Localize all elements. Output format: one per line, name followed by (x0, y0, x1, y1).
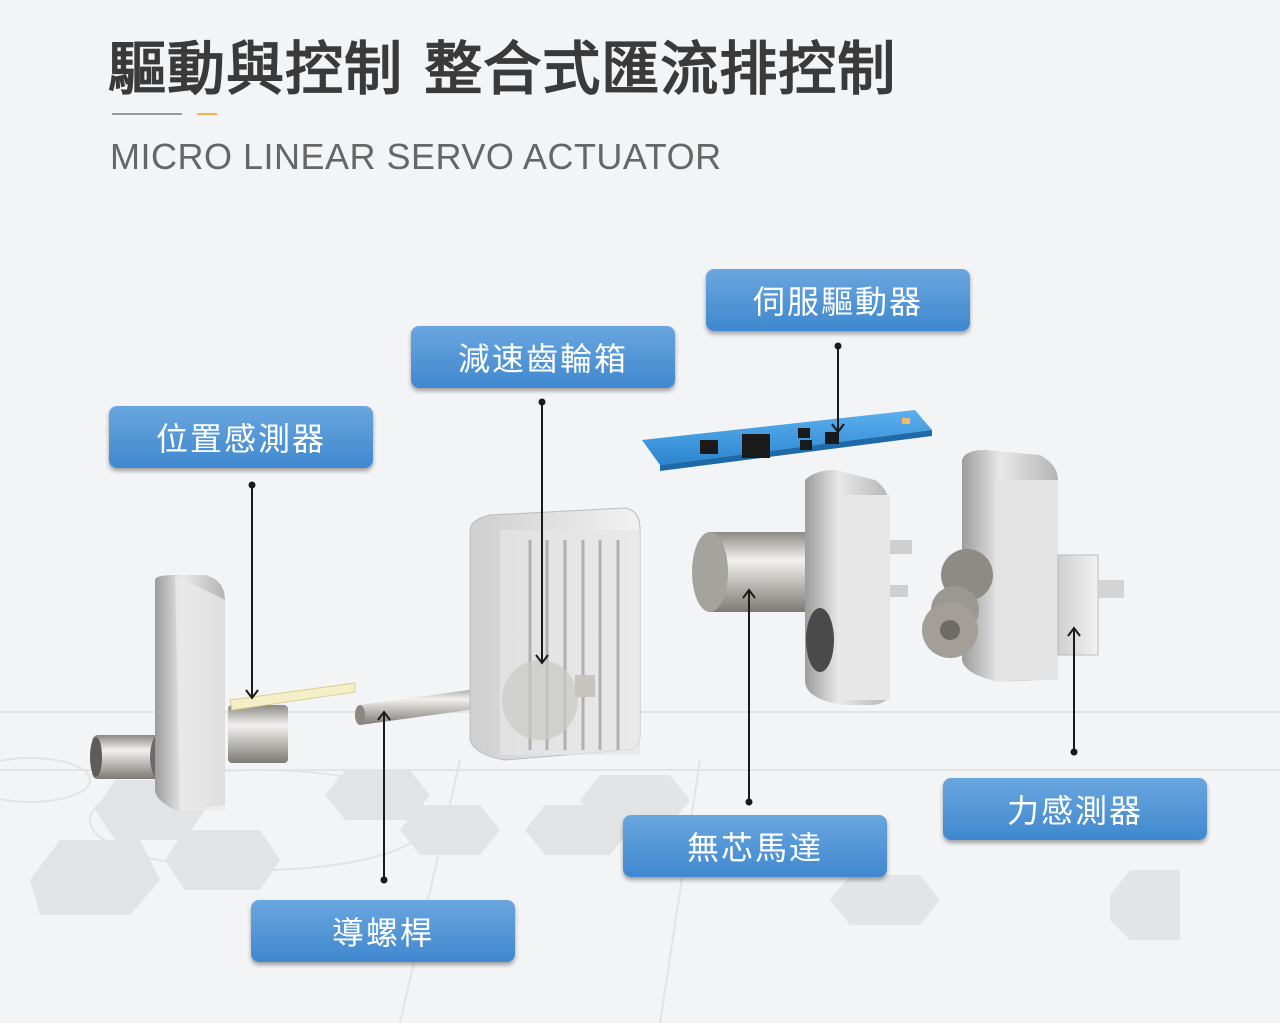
force-sensor-arrow-icon (1067, 626, 1081, 637)
position-sensor-arrow-icon (245, 689, 259, 700)
callout-lines (245, 346, 1081, 880)
title-divider-grey (112, 113, 182, 115)
label-lead-screw: 導螺桿 (251, 900, 515, 962)
servo-driver-pcb (642, 410, 932, 471)
motor-arrow-icon (742, 588, 756, 599)
label-servo-driver: 伺服驅動器 (706, 269, 970, 331)
page-subtitle: MICRO LINEAR SERVO ACTUATOR (110, 136, 722, 177)
gearbox-arrow-icon (535, 654, 549, 665)
background-hex-pattern (30, 770, 1180, 940)
title-divider-accent (197, 113, 217, 115)
page-title: 驅動與控制 整合式匯流排控制 (108, 35, 897, 103)
label-gearbox: 減速齒輪箱 (411, 326, 675, 388)
callout-dots (248, 342, 1078, 884)
coreless-motor-part (692, 470, 912, 705)
label-position-sensor: 位置感測器 (109, 406, 373, 468)
servo-driver-arrow-icon (831, 423, 845, 434)
position-sensor-part (90, 575, 356, 810)
label-coreless-motor: 無芯馬達 (623, 815, 887, 877)
gearbox-part (469, 507, 641, 761)
label-force-sensor: 力感測器 (943, 778, 1207, 840)
lead-screw-part (355, 685, 505, 725)
lead-screw-arrow-icon (377, 710, 391, 721)
force-sensor-part (922, 450, 1124, 682)
